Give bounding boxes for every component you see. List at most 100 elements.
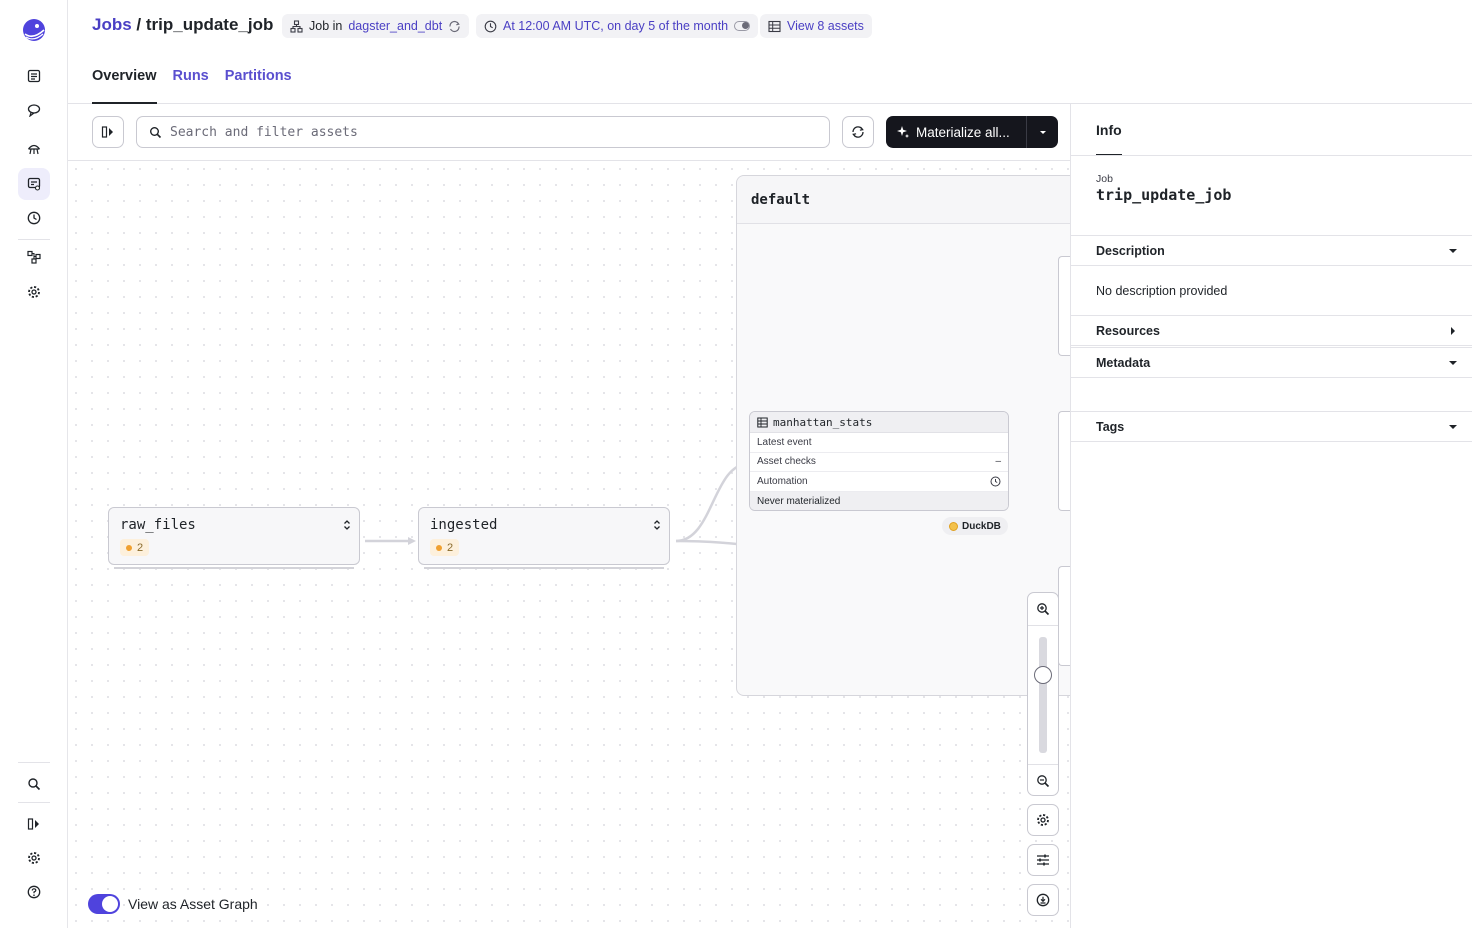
section-tags-header[interactable]: Tags [1071,411,1472,442]
tab-runs[interactable]: Runs [172,68,209,84]
lineage-icon[interactable] [18,241,50,273]
zoom-control [1027,592,1059,796]
breadcrumb-separator: / [131,15,146,34]
job-label: Job [1096,173,1113,185]
toggle-sidebar-button[interactable] [92,116,124,148]
download-graph-button[interactable] [1027,884,1059,916]
graph-settings-button[interactable] [1027,804,1059,836]
dagster-logo-icon[interactable] [18,14,50,46]
zoom-slider-handle[interactable] [1034,666,1052,684]
download-icon [1036,893,1050,907]
graph-canvas[interactable]: default raw_files 2 ingested 2 manhattan… [68,161,1070,928]
op-stack-shadow [114,567,354,569]
page-header: Jobs / trip_update_job Job in dagster_an… [68,0,1472,104]
description-text: No description provided [1096,284,1228,298]
panel-divider [1071,155,1472,156]
reload-icon[interactable] [448,20,461,33]
asset-search-input[interactable] [170,124,810,140]
breadcrumb-jobs-link[interactable]: Jobs [92,15,132,34]
schedule-link[interactable]: At 12:00 AM UTC, on day 5 of the month [503,19,729,33]
section-title: Resources [1096,323,1160,338]
view-assets-link[interactable]: View 8 assets [787,19,864,33]
zoom-divider [1028,625,1058,626]
caret-right-icon [1451,326,1455,335]
asset-row-checks: Asset checks – [750,453,1008,472]
view-assets-chip[interactable]: View 8 assets [760,14,872,38]
help-icon[interactable] [18,876,50,908]
assets-icon[interactable] [18,133,50,165]
asset-node-header: manhattan_stats [750,412,1008,433]
clock-icon [990,476,1001,487]
zoom-slider-track[interactable] [1039,637,1047,753]
page-title: Jobs / trip_update_job [92,15,273,35]
expand-icon[interactable] [653,518,661,536]
jobs-icon[interactable] [18,168,50,200]
runs-icon[interactable] [18,94,50,126]
status-dot-icon [436,544,442,551]
caret-down-icon [1449,424,1457,429]
asset-name: manhattan_stats [773,415,873,429]
user-settings-icon[interactable] [18,842,50,874]
row-label: Asset checks [757,456,816,468]
op-stack-shadow [424,567,664,569]
asset-node-offscreen[interactable] [1058,566,1070,666]
asset-row-latest-event: Latest event [750,433,1008,453]
section-description-header[interactable]: Description [1071,235,1472,266]
graph-layout-button[interactable] [1027,844,1059,876]
search-icon[interactable] [18,768,50,800]
zoom-in-button[interactable] [1028,593,1058,625]
caret-down-icon [1449,248,1457,253]
refresh-icon [852,126,864,138]
refresh-button[interactable] [842,116,874,148]
schedules-icon[interactable] [18,202,50,234]
sidebar-divider [18,239,50,240]
asset-node-offscreen[interactable] [1058,411,1070,511]
row-label: Automation [757,475,808,487]
kind-label: DuckDB [962,520,1001,532]
section-title: Description [1096,243,1165,258]
zoom-divider [1028,764,1058,765]
asset-node-manhattan-stats[interactable]: manhattan_stats Latest event Asset check… [749,411,1009,511]
job-in-label: Job in [309,19,343,33]
tab-overview[interactable]: Overview [92,68,157,104]
asset-count: 2 [447,541,454,554]
asset-count-badge: 2 [120,539,150,556]
section-title: Tags [1096,419,1125,434]
row-value: – [995,456,1001,468]
asset-search-box[interactable] [136,116,830,148]
sidebar-expand-icon [101,126,113,138]
schedule-chip: At 12:00 AM UTC, on day 5 of the month [476,14,759,38]
view-as-asset-graph-label: View as Asset Graph [128,896,258,912]
overview-icon[interactable] [18,60,50,92]
op-name: raw_files [120,517,196,533]
asset-node-offscreen[interactable] [1058,256,1070,356]
zoom-in-icon [1037,603,1050,616]
asset-count-badge: 2 [430,539,460,556]
caret-down-icon [1449,360,1457,365]
zoom-out-button[interactable] [1028,765,1058,797]
table-icon [768,20,781,32]
tab-partitions[interactable]: Partitions [224,68,292,84]
op-node-raw-files[interactable]: raw_files 2 [108,507,360,565]
asset-row-status: Never materialized [750,491,1008,510]
section-resources-header[interactable]: Resources [1071,315,1472,346]
job-tabs: Overview Runs Partitions [92,68,292,104]
tab-info[interactable]: Info [1096,122,1122,156]
settings-icon[interactable] [18,276,50,308]
section-metadata-header[interactable]: Metadata [1071,347,1472,378]
sidebar-divider [18,802,50,803]
expand-icon[interactable] [343,518,351,536]
collapse-nav-icon[interactable] [18,808,50,840]
materialize-all-button[interactable]: Materialize all... [886,116,1026,148]
view-as-asset-graph-switch[interactable] [88,894,120,914]
materialize-options-button[interactable] [1026,116,1058,148]
code-location-link[interactable]: dagster_and_dbt [348,19,443,33]
info-panel: Info Job trip_update_job Description No … [1070,104,1472,928]
clock-icon [484,20,497,32]
schedule-toggle[interactable] [734,21,751,31]
search-icon [150,126,162,138]
sparkle-icon [897,126,909,138]
gear-icon [1037,814,1049,826]
op-node-ingested[interactable]: ingested 2 [418,507,670,565]
sidebar-divider [18,762,50,763]
